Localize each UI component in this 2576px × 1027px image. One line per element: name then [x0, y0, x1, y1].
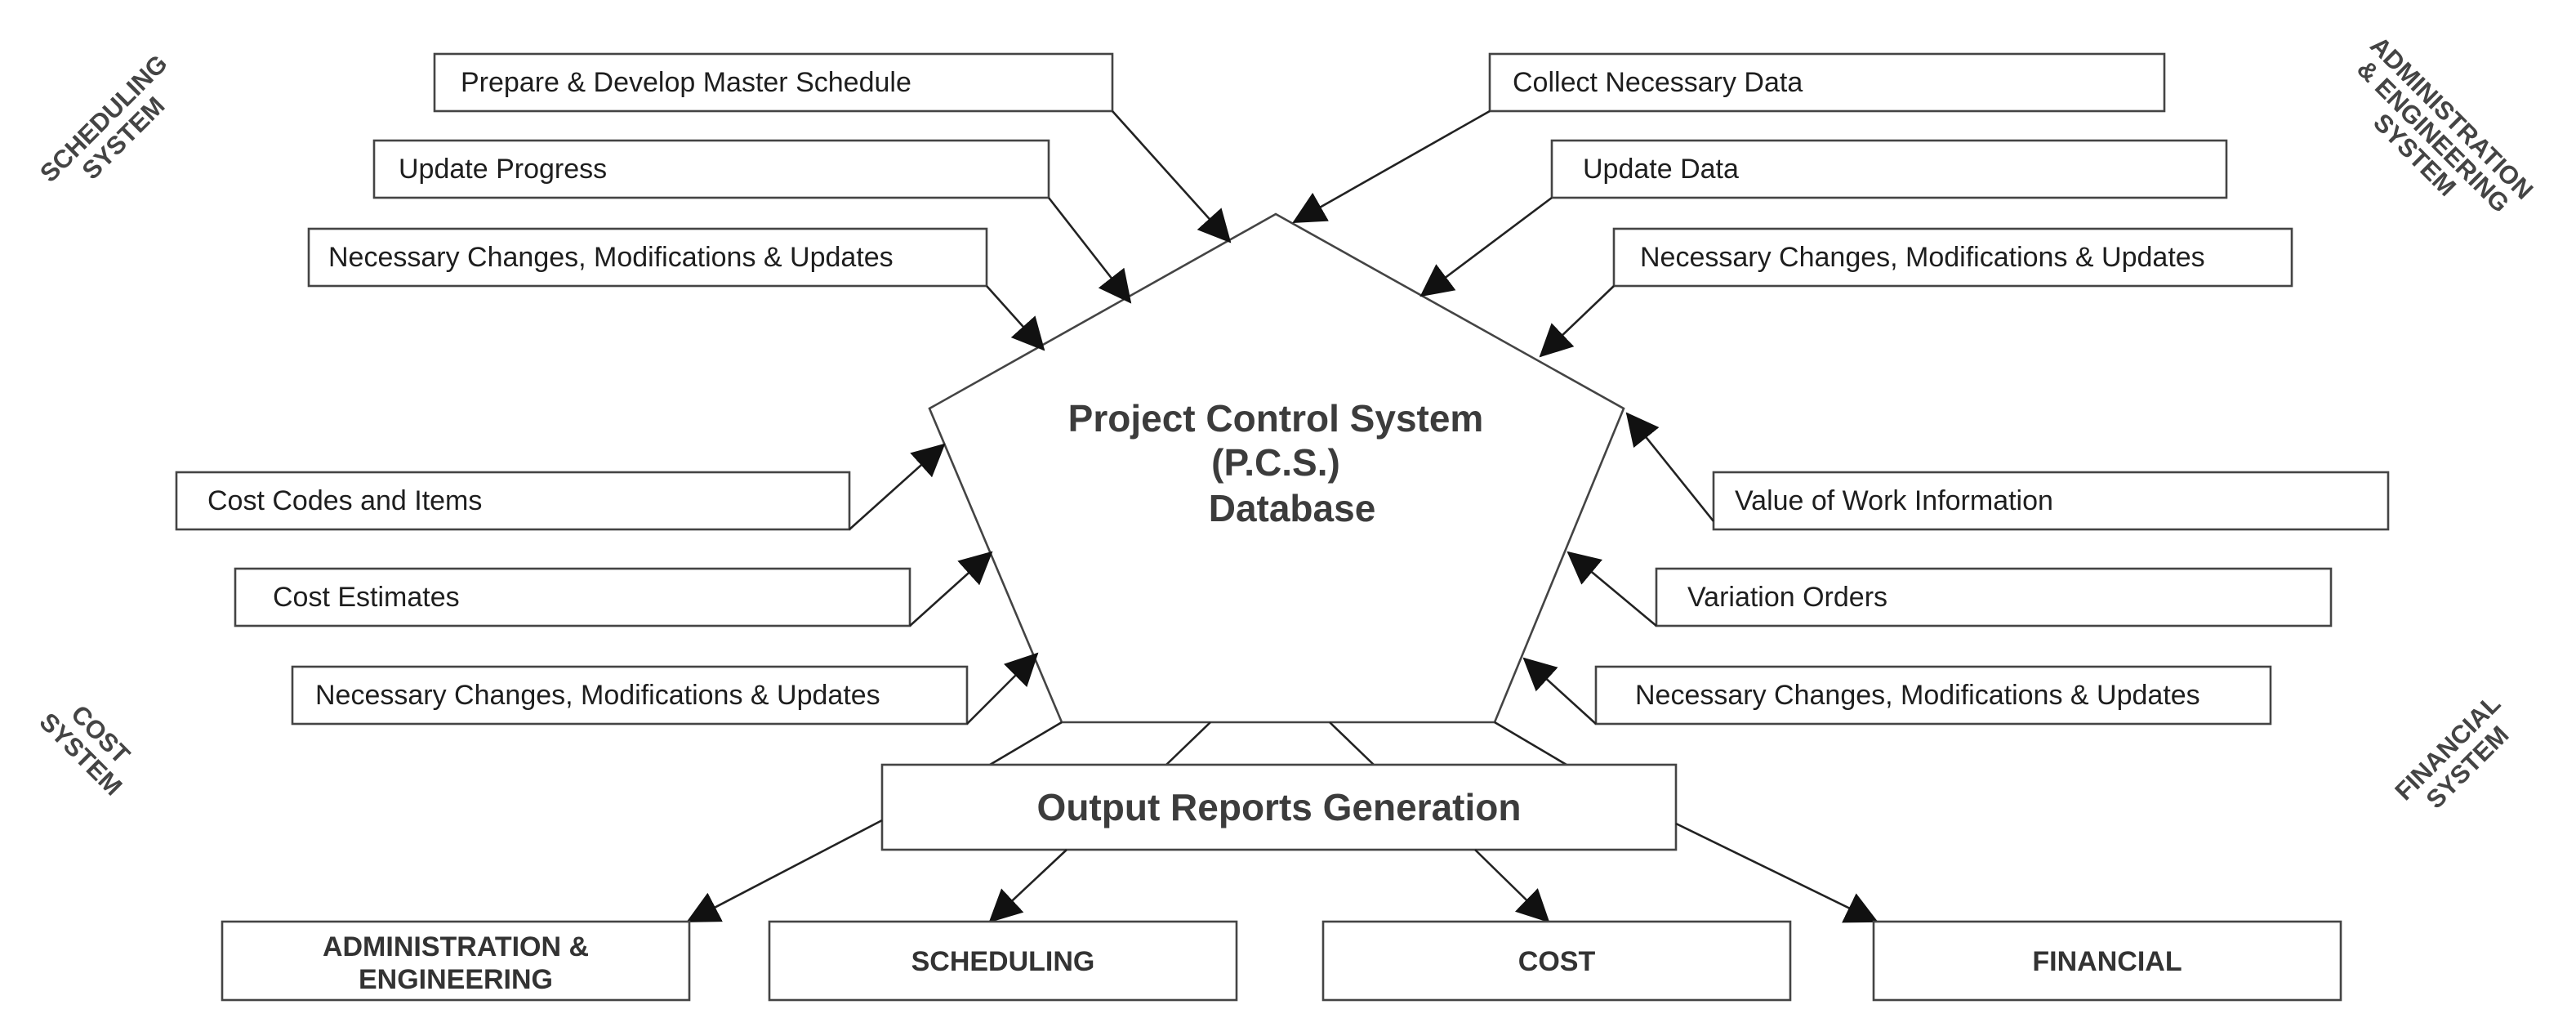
arrow-cost-codes — [849, 443, 946, 530]
arrow-variation-orders — [1567, 551, 1657, 627]
input-box-cost-estimates — [234, 567, 911, 627]
input-box-financial-changes — [1594, 665, 2272, 726]
output-label-cost: COST — [1518, 946, 1596, 977]
input-label-update-progress: Update Progress — [399, 154, 607, 185]
arrow-update-data — [1419, 196, 1553, 297]
arrow-cost-estimates — [909, 551, 993, 627]
output-label-scheduling: SCHEDULING — [911, 946, 1095, 977]
output-box-administration — [221, 920, 691, 1002]
arrow-output-scheduling — [988, 849, 1067, 923]
output-reports-label: Output Reports Generation — [1037, 786, 1522, 828]
input-box-update-progress — [372, 139, 1050, 199]
arrow-collect-data — [1292, 109, 1491, 224]
input-box-cost-codes — [175, 471, 851, 531]
input-label-variation-orders: Variation Orders — [1687, 582, 1887, 613]
cost-system-label: COST SYSTEM — [34, 699, 136, 801]
financial-system-label: FINANCIAL SYSTEM — [2389, 689, 2514, 814]
arrow-admin-changes — [1539, 285, 1615, 358]
output-box-cost — [1321, 920, 1792, 1002]
pentagon-to-output-line-3 — [1329, 721, 1375, 766]
output-label-financial: FINANCIAL — [2032, 946, 2182, 977]
input-label-admin-changes: Necessary Changes, Modifications & Updat… — [1640, 242, 2205, 273]
input-box-scheduling-changes — [307, 227, 988, 288]
arrow-value-of-work — [1625, 412, 1715, 522]
output-box-financial — [1872, 920, 2342, 1002]
pcs-title-line3: Database — [1209, 487, 1376, 529]
input-label-financial-changes: Necessary Changes, Modifications & Updat… — [1635, 680, 2200, 711]
input-box-admin-changes — [1612, 227, 2293, 288]
arrow-cost-changes — [966, 652, 1039, 725]
input-label-scheduling-changes: Necessary Changes, Modifications & Updat… — [328, 242, 894, 273]
administration-system-label: ADMINISTRATION & ENGINEERING SYSTEM — [2351, 31, 2538, 218]
input-box-prepare-master-schedule — [433, 52, 1114, 113]
input-box-variation-orders — [1655, 567, 2333, 627]
arrow-output-cost — [1474, 849, 1550, 923]
input-label-cost-estimates: Cost Estimates — [273, 582, 460, 613]
arrow-financial-changes — [1522, 657, 1597, 725]
input-label-value-of-work: Value of Work Information — [1735, 485, 2053, 516]
input-label-update-data: Update Data — [1583, 154, 1739, 185]
pentagon-to-output-line-1 — [989, 721, 1063, 766]
arrow-output-financial — [1675, 822, 1879, 923]
output-label-administration-line2: ENGINEERING — [359, 964, 553, 995]
input-label-collect-data: Collect Necessary Data — [1513, 67, 1803, 98]
input-box-update-data — [1550, 139, 2228, 199]
scheduling-system-label: SCHEDULING SYSTEM — [34, 49, 173, 188]
arrow-output-administration — [686, 819, 883, 923]
output-box-scheduling — [768, 920, 1238, 1002]
pentagon-to-output-line-4 — [1494, 721, 1567, 766]
input-box-collect-data — [1488, 52, 2166, 113]
arrow-prepare-master-schedule — [1112, 110, 1232, 243]
output-label-administration-line1: ADMINISTRATION & — [323, 931, 589, 962]
arrow-update-progress — [1047, 197, 1132, 304]
input-box-value-of-work — [1712, 471, 2390, 531]
pcs-title-line1: Project Control System — [1068, 397, 1484, 440]
input-label-prepare-master-schedule: Prepare & Develop Master Schedule — [461, 67, 911, 98]
pcs-database-pentagon — [928, 212, 1625, 724]
input-box-cost-changes — [291, 665, 969, 726]
output-reports-box — [880, 763, 1678, 851]
input-label-cost-changes: Necessary Changes, Modifications & Updat… — [315, 680, 880, 711]
input-label-cost-codes: Cost Codes and Items — [207, 485, 482, 516]
arrow-scheduling-changes — [986, 285, 1045, 351]
pentagon-to-output-line-2 — [1165, 721, 1211, 766]
pcs-title-line2: (P.C.S.) — [1211, 441, 1340, 484]
